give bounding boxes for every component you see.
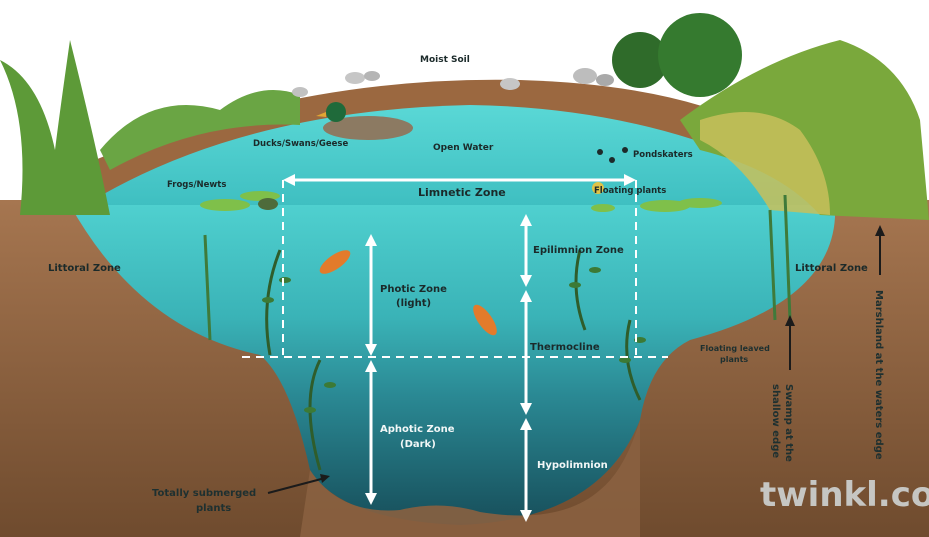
pondskaters-label: Pondskaters <box>633 150 693 160</box>
open-water-label: Open Water <box>433 143 494 153</box>
submerged-plants-label: Totally submerged <box>152 488 256 499</box>
ducks-label: Ducks/Swans/Geese <box>253 139 348 149</box>
stone <box>292 87 308 97</box>
stone <box>573 68 597 84</box>
littoral-right-label: Littoral Zone <box>795 263 868 274</box>
floating-leaved-sub-label: plants <box>720 355 748 364</box>
photic-zone-label: Photic Zone <box>380 284 447 295</box>
limnetic-zone-label: Limnetic Zone <box>418 186 506 199</box>
swamp-label: Swamp at the <box>783 384 794 462</box>
moist-soil-label: Moist Soil <box>420 55 470 65</box>
aphotic-zone-sub-label: (Dark) <box>400 439 436 450</box>
watermark-logo: twinkl.co <box>760 475 929 515</box>
reeds-left <box>0 40 110 215</box>
floating-leaved-label: Floating leaved <box>700 344 770 353</box>
photic-zone-sub-label: (light) <box>396 298 431 309</box>
frogs-label: Frogs/Newts <box>167 180 226 190</box>
bush <box>658 13 742 97</box>
stone <box>500 78 520 90</box>
swamp-sub-label: shallow edge <box>770 384 781 458</box>
marshland-label-group: Marshland at the waters edge <box>873 290 884 460</box>
stone <box>364 71 380 81</box>
littoral-left-label: Littoral Zone <box>48 263 121 274</box>
floating-plants-label: Floating plants <box>594 186 666 196</box>
hypolimnion-label: Hypolimnion <box>537 460 608 471</box>
submerged-plants-sub-label: plants <box>196 503 231 514</box>
stone <box>596 74 614 86</box>
stone <box>345 72 365 84</box>
thermocline-label: Thermocline <box>530 342 600 353</box>
epilimnion-label: Epilimnion Zone <box>533 245 624 256</box>
aphotic-zone-label: Aphotic Zone <box>380 424 455 435</box>
marshland-label: Marshland at the waters edge <box>873 290 884 460</box>
